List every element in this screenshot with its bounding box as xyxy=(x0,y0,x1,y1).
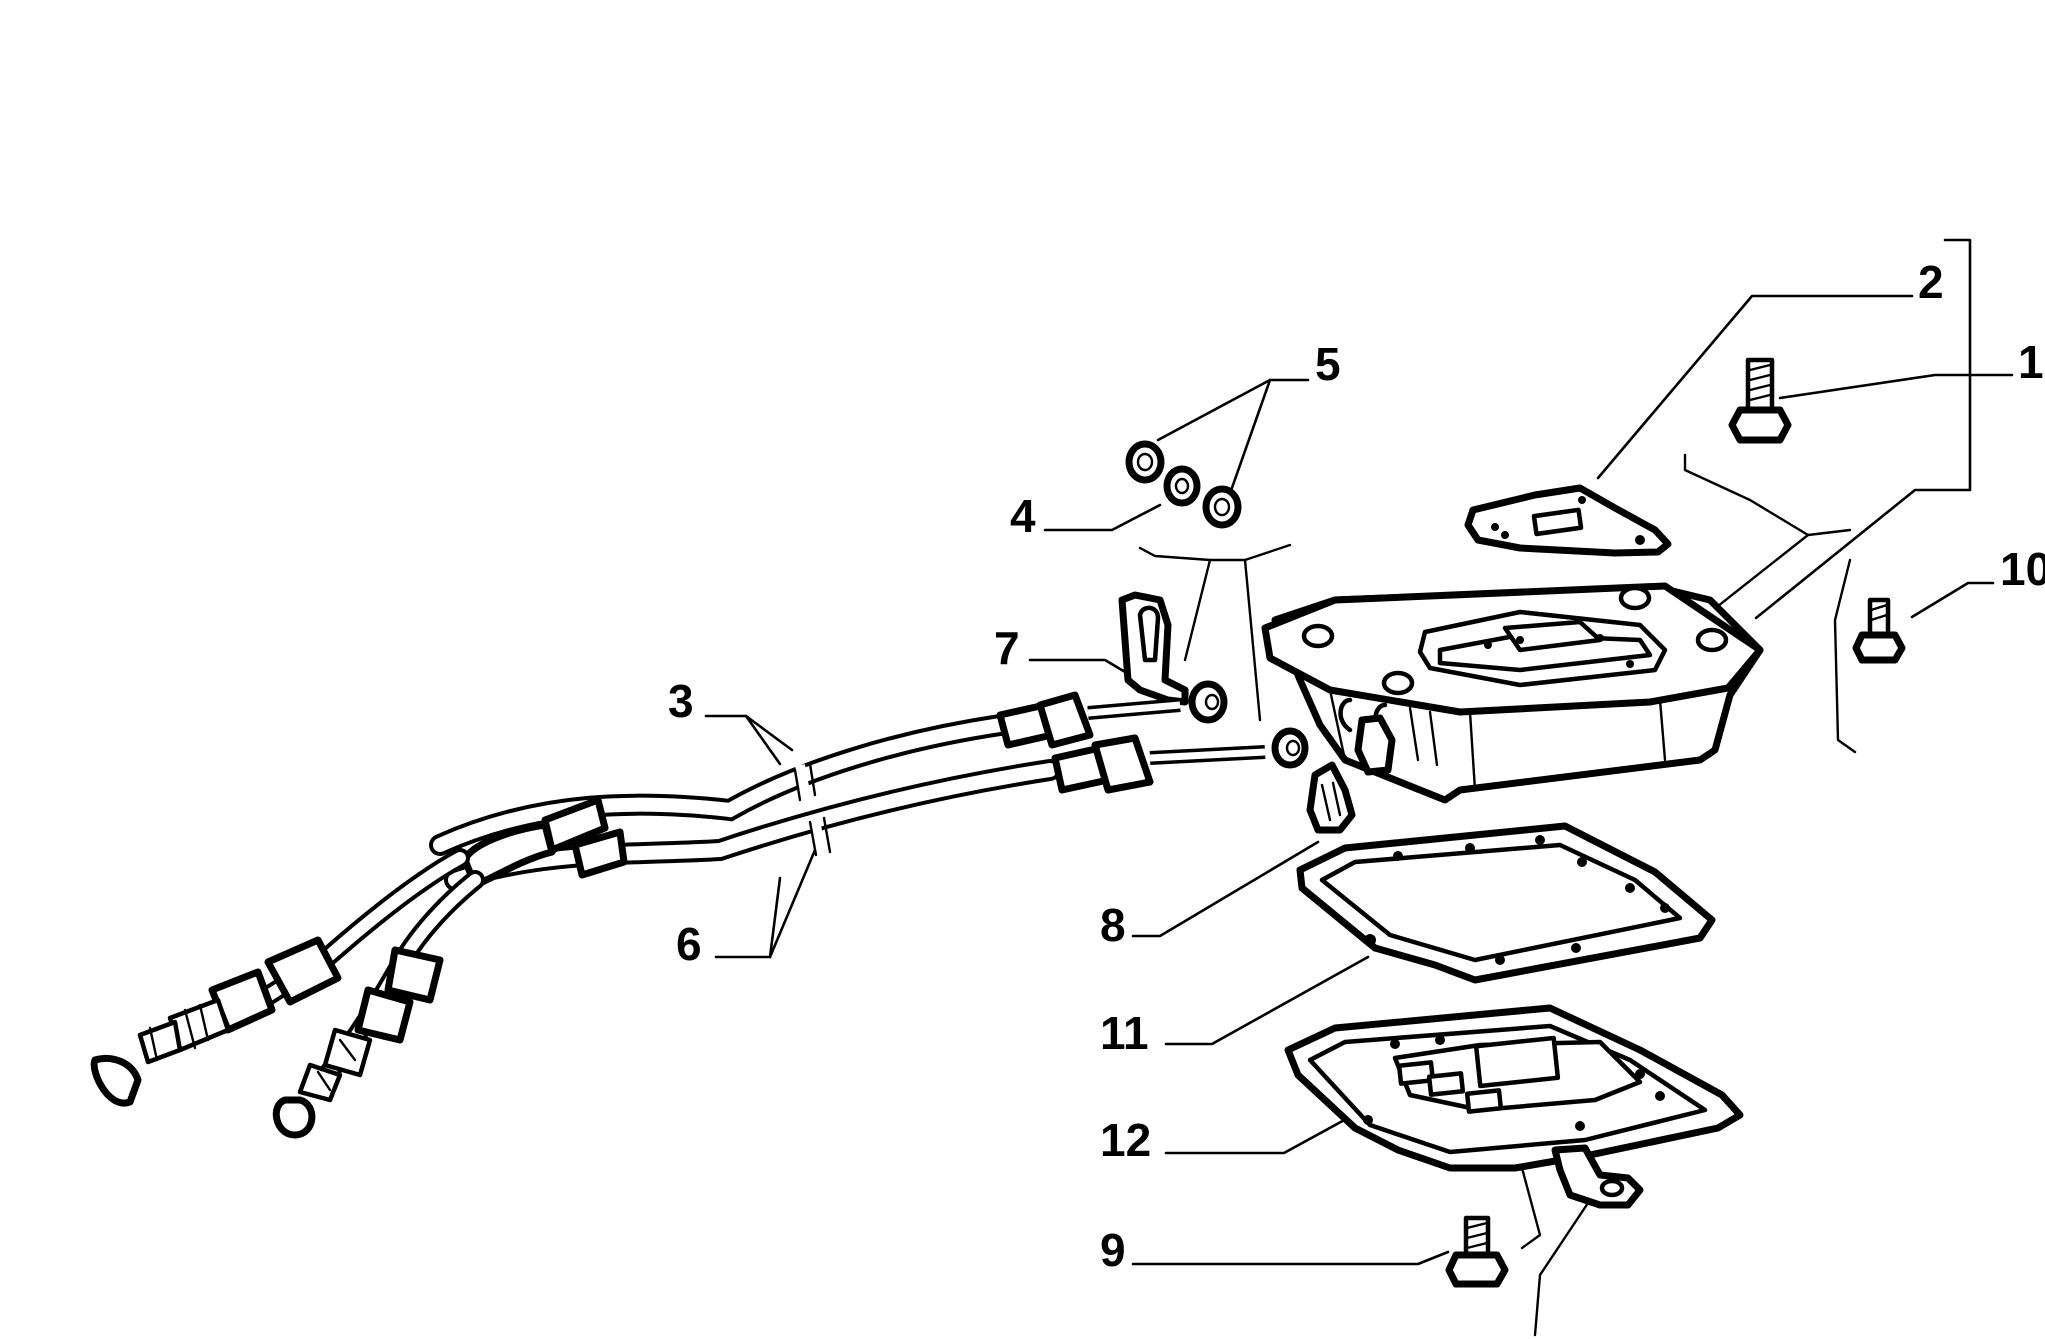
leader-10 xyxy=(1910,581,1995,619)
align-5-b xyxy=(1208,558,1262,722)
leader-8 xyxy=(1131,840,1320,938)
callout-7-label: 7 xyxy=(994,622,1020,674)
callout-8-label: 8 xyxy=(1100,899,1126,951)
callout-5-label: 5 xyxy=(1315,338,1341,390)
leader-5a xyxy=(1156,378,1310,442)
part-8-clip xyxy=(1306,761,1356,834)
part-5-bushes xyxy=(1125,440,1242,529)
callout-11-label: 11 xyxy=(1100,1007,1149,1059)
part-1-bolt xyxy=(1728,357,1792,444)
part-9-bolt xyxy=(1445,1215,1509,1288)
leader-lines xyxy=(704,238,2014,1266)
leader-bracket-1-2 xyxy=(1754,238,1972,620)
align-4-b xyxy=(1183,558,1212,662)
callout-3-label: 3 xyxy=(668,675,694,727)
leader-11 xyxy=(1164,955,1370,1046)
align-10 xyxy=(1833,558,1857,754)
leader-4 xyxy=(1043,503,1162,532)
leader-1 xyxy=(1778,373,2014,400)
align-9-b xyxy=(1533,1198,1592,1337)
leader-6b xyxy=(768,876,782,959)
callout-6-label: 6 xyxy=(676,918,702,970)
part-11-gasket xyxy=(1296,822,1716,984)
gearshift-control-housing xyxy=(1261,582,1764,804)
part-2-plate xyxy=(1464,484,1672,557)
leader-12 xyxy=(1164,1116,1350,1155)
part-3-6-gearshift-cables xyxy=(90,680,1309,1139)
part-7-bracket xyxy=(1118,591,1189,706)
callout-1-label: 1 xyxy=(2018,336,2044,388)
leader-5b xyxy=(1225,378,1272,504)
part-12-cover xyxy=(1284,1004,1744,1209)
callout-9-label: 9 xyxy=(1100,1224,1126,1276)
leader-6a xyxy=(714,848,817,959)
callout-4-label: 4 xyxy=(1010,490,1036,542)
align-9-a xyxy=(1520,1166,1542,1250)
callout-12-label: 12 xyxy=(1100,1114,1151,1166)
align-4-a xyxy=(1138,546,1212,562)
align-2-a xyxy=(1683,453,1852,537)
callout-2-label: 2 xyxy=(1918,256,1944,308)
leader-2 xyxy=(1596,294,1914,480)
part-10-bolt xyxy=(1852,597,1906,664)
leader-9 xyxy=(1131,1250,1450,1266)
align-5-a xyxy=(1243,543,1292,562)
leader-3b xyxy=(744,714,782,766)
callout-10-label: 10 xyxy=(2000,543,2045,595)
